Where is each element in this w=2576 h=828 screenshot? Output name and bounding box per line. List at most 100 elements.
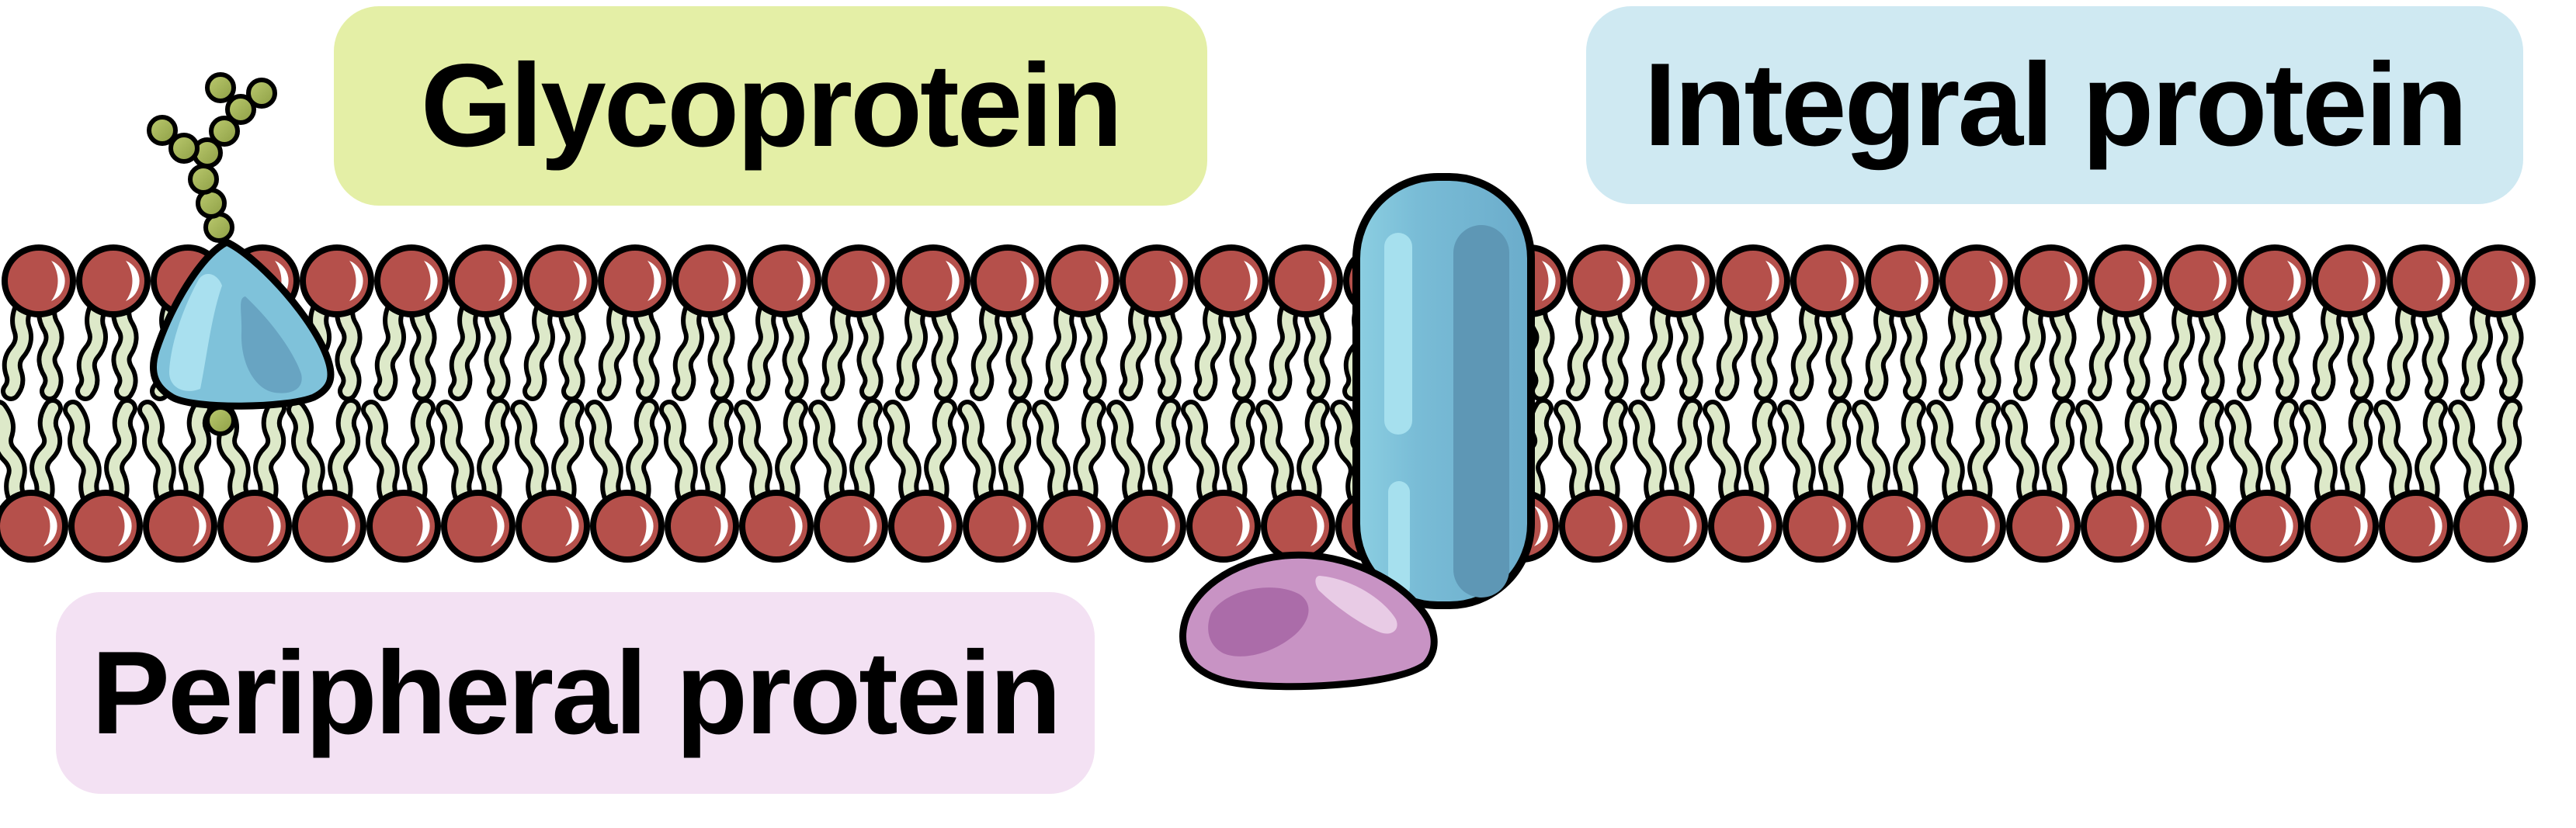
lipid-tail (861, 296, 880, 397)
lipid-head-highlight (51, 261, 65, 301)
lipid-head-highlight (1907, 506, 1921, 546)
lipid-head-highlight (640, 506, 654, 546)
lipid-bottom (734, 398, 814, 563)
lipid-tail (2378, 404, 2412, 511)
glycan-bead (246, 78, 277, 109)
lipid-tail (887, 404, 922, 511)
lipid-tail (1943, 296, 1970, 397)
lipid-head-highlight (118, 506, 132, 546)
glycoprotein-label-box: Glycoprotein (334, 6, 1207, 206)
lipid-tail (142, 404, 176, 511)
lipid-tail (2345, 403, 2369, 511)
lipid-top (2088, 244, 2163, 401)
lipid-bottom (1181, 398, 1261, 563)
lipid-tail (2203, 296, 2221, 397)
lipid-top (522, 244, 598, 401)
glycoprotein-highlight (168, 274, 222, 391)
lipid-head-highlight (789, 506, 803, 546)
glycan-bead (205, 72, 236, 103)
lipid-head-highlight (1981, 506, 1995, 546)
lipid-head-highlight (2213, 261, 2227, 301)
lipid-tail (1830, 296, 1849, 397)
lipid-top (1715, 244, 1790, 401)
lipid-head-highlight (1534, 506, 1548, 546)
lipid-bottom (1703, 398, 1783, 563)
lipid-tail (2419, 403, 2443, 511)
lipid-bottom (585, 398, 665, 563)
peripheral-protein-shape (1179, 551, 1438, 691)
lipid-head-highlight (2436, 261, 2450, 301)
lipid-tail (5, 296, 33, 397)
peripheral-protein-shadow (1208, 587, 1309, 657)
lipid-head-highlight (2130, 506, 2144, 546)
lipid-tail (1681, 296, 1699, 397)
lipid-tail (556, 403, 580, 511)
glycoprotein-shadow (241, 296, 302, 393)
lipid-top (2162, 244, 2238, 401)
lipid-head-highlight (871, 261, 885, 301)
lipid-tail (366, 404, 400, 511)
lipid-head-highlight (1989, 261, 2003, 301)
lipid-tail (2054, 296, 2072, 397)
lipid-head-highlight (2354, 506, 2368, 546)
lipid-tail (786, 296, 805, 397)
lipid-top (2013, 244, 2088, 401)
lipid-top (448, 244, 523, 401)
lipid-tail (258, 403, 282, 511)
lipid-tail (2167, 296, 2194, 397)
glycan-bead (188, 164, 219, 195)
lipid-bottom (286, 398, 366, 563)
lipid-head-highlight (722, 261, 736, 301)
lipid-head-highlight (1832, 506, 1846, 546)
lipid-head-highlight (1616, 261, 1630, 301)
lipid-tail (378, 296, 405, 397)
lipid-tail (929, 403, 953, 511)
lipid-top (746, 244, 821, 401)
lipid-tail (1159, 296, 1178, 397)
lipid-head-highlight (1318, 261, 1332, 301)
lipid-top (1864, 244, 1939, 401)
lipid-bottom (1032, 398, 1112, 563)
lipid-top (2386, 244, 2461, 401)
lipid-head-highlight (43, 506, 57, 546)
lipid-tail (2277, 296, 2296, 397)
lipid-top (1044, 244, 1120, 401)
lipid-head-highlight (1244, 261, 1258, 301)
lipid-bottom (957, 398, 1037, 563)
lipid-top (1, 244, 76, 401)
lipid-tail (332, 403, 356, 511)
lipid-tail (1301, 403, 1325, 511)
lipid-top (1193, 244, 1269, 401)
lipid-tail (1599, 403, 1623, 511)
lipid-tail (2092, 296, 2119, 397)
lipid-head-highlight (938, 506, 952, 546)
lipid-bottom (659, 398, 739, 563)
lipid-tail (1198, 296, 1225, 397)
lipid-head-highlight (498, 261, 512, 301)
integral-protein-label-box: Integral protein (1586, 6, 2523, 204)
lipid-tail (2121, 403, 2145, 511)
lipid-tail (41, 296, 60, 397)
lipid-top (970, 244, 1045, 401)
lipid-bottom (1777, 398, 1857, 563)
lipid-head-highlight (267, 506, 281, 546)
lipid-tail (2494, 403, 2518, 511)
lipid-top (373, 244, 449, 401)
lipid-tail (2390, 296, 2418, 397)
lipid-head-highlight (1311, 506, 1324, 546)
lipid-tail (2018, 296, 2045, 397)
lipid-head-highlight (2138, 261, 2152, 301)
lipid-tail (80, 296, 107, 397)
lipid-tail (0, 404, 27, 511)
lipid-head-highlight (714, 506, 728, 546)
lipid-top (597, 244, 672, 401)
lipid-top (821, 244, 896, 401)
lipid-tail (1869, 296, 1896, 397)
lipid-head-highlight (797, 261, 811, 301)
integral-protein-shadow (1453, 225, 1509, 598)
glycan-anchor-bead (205, 405, 236, 436)
lipid-tail (1897, 403, 1922, 511)
lipid-bottom (1106, 398, 1186, 563)
lipid-tail (1707, 404, 1741, 511)
